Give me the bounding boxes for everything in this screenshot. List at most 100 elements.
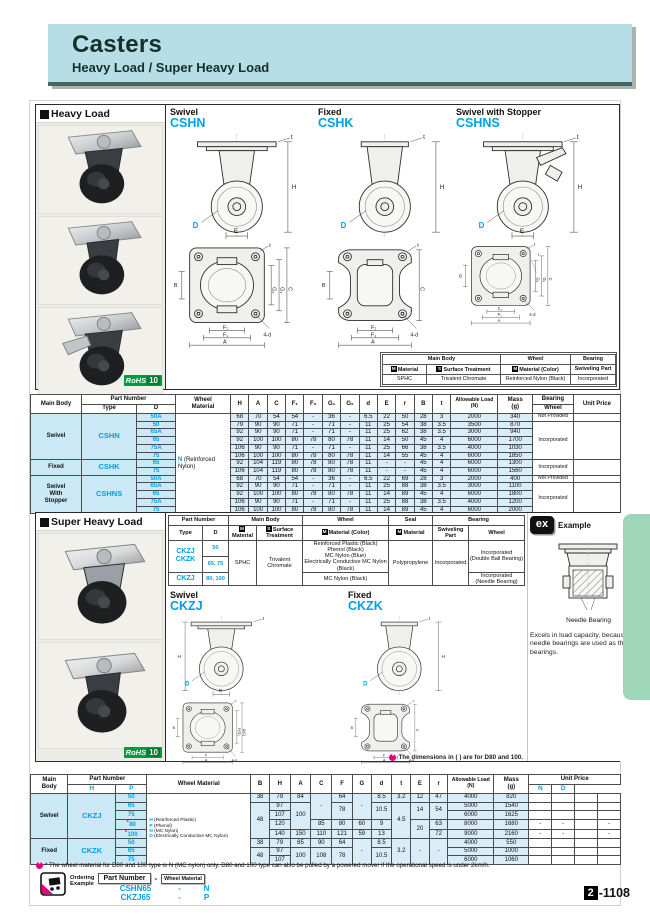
svg-text:C: C	[419, 287, 425, 291]
table-cell: 106	[230, 451, 250, 461]
svg-text:t: t	[291, 133, 293, 140]
table-cell: 80	[285, 490, 305, 499]
caster-photo	[67, 130, 142, 204]
table-cell: 3.2	[391, 793, 412, 803]
table-cell: 80	[321, 451, 342, 461]
table-cell	[596, 793, 622, 803]
table-cell: 1100	[497, 482, 534, 492]
table-cell	[551, 810, 576, 820]
table-cell: 54	[285, 413, 305, 422]
table-cell: 75A	[136, 443, 176, 453]
table-cell: -	[351, 838, 372, 865]
svg-text:t: t	[417, 242, 419, 248]
product-photo-shl-fixed	[38, 642, 163, 749]
caster-photo	[64, 652, 146, 733]
table-cell: 3000	[450, 482, 499, 492]
table-header-cell: Bearing	[570, 354, 617, 365]
table-cell: 140	[268, 828, 291, 840]
table-cell	[574, 810, 598, 820]
table-cell: 25	[376, 428, 397, 438]
table-cell: 8.5	[370, 838, 393, 848]
svg-text:D: D	[341, 221, 347, 230]
table-cell: 78	[331, 846, 353, 866]
table-cell: 59	[351, 828, 372, 840]
table-header-cell: H	[268, 774, 291, 794]
svg-text:t: t	[429, 616, 431, 622]
table-cell: 78	[303, 490, 323, 499]
table-cell: 60	[351, 818, 372, 830]
table-cell	[574, 818, 598, 830]
table-cell: 50A	[136, 474, 176, 484]
table-cell: 4	[431, 467, 452, 476]
svg-text:t: t	[269, 242, 271, 248]
svg-text:D: D	[479, 221, 485, 230]
svg-text:F₂: F₂	[223, 324, 228, 330]
table-cell: -	[376, 459, 397, 469]
table-cell: *100	[115, 828, 148, 840]
svg-text:A(C): A(C)	[242, 729, 246, 736]
table-header-cell: Swiveling Part	[432, 525, 470, 541]
table-cell: 75	[115, 810, 148, 820]
table-cell: 13	[370, 828, 393, 840]
table-cell: 121	[331, 828, 353, 840]
super-heavy-load-photos	[36, 531, 165, 751]
table-cell: 65	[136, 459, 176, 469]
table-cell: 106	[230, 497, 250, 507]
table-cell: 11	[358, 459, 378, 469]
ordering-label: Ordering Example	[70, 875, 95, 888]
table-cell: 90	[248, 428, 268, 438]
svg-text:F(G): F(G)	[237, 728, 241, 735]
table-cell: 11	[358, 451, 378, 461]
table-cell	[596, 810, 622, 820]
table-cell: Fixed	[29, 459, 83, 476]
svg-text:t: t	[263, 616, 265, 622]
table-cell: 90	[248, 420, 268, 430]
table-cell: 6.5	[358, 474, 378, 484]
svg-text:4-d: 4-d	[263, 332, 271, 338]
table-cell: -	[340, 474, 360, 484]
table-cell: -	[303, 482, 323, 492]
table-header-cell: Swiveling Part	[570, 364, 617, 375]
table-header-cell: A	[248, 394, 268, 414]
table-cell: 78	[303, 436, 323, 445]
table-cell	[574, 801, 598, 812]
svg-text:E: E	[520, 228, 524, 235]
table-header-cell: A	[289, 774, 312, 794]
table-cell: CSHNS	[81, 474, 138, 515]
table-header-cell: MMaterial	[228, 525, 258, 541]
table-cell: 48	[250, 846, 270, 866]
svg-text:E: E	[219, 688, 223, 694]
table-cell: 90	[266, 482, 287, 492]
table-header-cell: Main Body	[29, 394, 83, 414]
table-cell: 11	[358, 443, 378, 453]
table-cell: 550	[493, 838, 530, 848]
table-cell: Reinforced Plastic (Black)Phenol (Black)…	[302, 539, 390, 573]
table-cell: 5000	[447, 801, 495, 812]
caster-style-label: Fixed	[348, 590, 372, 601]
svg-text:B: B	[351, 726, 354, 730]
table-cell: 1850	[497, 451, 534, 461]
table-cell: 71	[285, 420, 305, 430]
table-cell	[572, 474, 622, 484]
table-cell: 80	[321, 490, 342, 499]
table-cell: 1700	[497, 436, 534, 445]
table-cell: 71	[321, 443, 342, 453]
footnote: * * The wheel material for D80 and 100 t…	[36, 862, 616, 869]
ordering-mat: P	[203, 893, 210, 903]
table-header-cell: N	[528, 783, 553, 794]
table-cell: 65A	[136, 428, 176, 438]
table-cell: 1680	[493, 818, 530, 830]
ordering-example-row: CKZJ65-P	[98, 893, 226, 902]
super-heavy-load-diagrams: * The dimensions in ( ) are for D80 and …	[166, 588, 527, 764]
needle-bearing-caption: Needle Bearing	[566, 617, 611, 624]
table-cell: 78	[340, 459, 360, 469]
svg-text:H: H	[578, 183, 583, 190]
table-cell: 71	[321, 420, 342, 430]
table-cell: 50	[395, 436, 415, 445]
